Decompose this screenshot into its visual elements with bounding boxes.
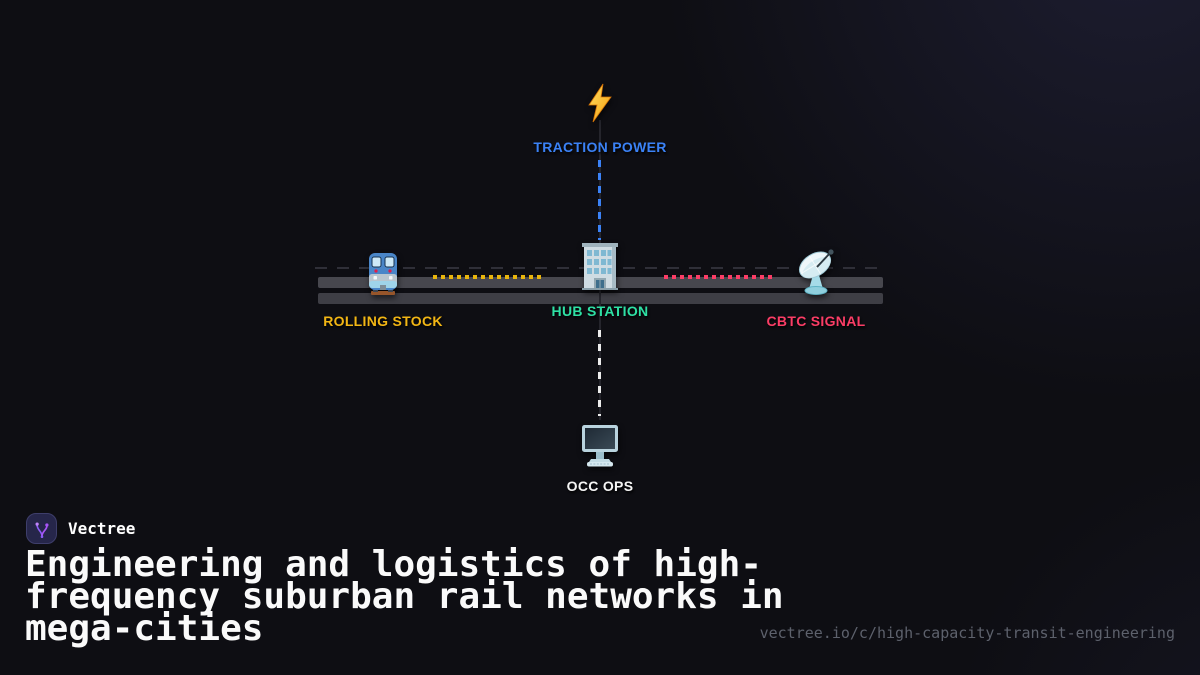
traction-power-dashed-connector — [598, 160, 601, 240]
vectree-logo-icon — [26, 513, 57, 544]
hub-station-label: HUB STATION — [551, 303, 649, 319]
lightning-bolt-icon — [584, 83, 615, 123]
card-title: Engineering and logistics of high-freque… — [25, 544, 784, 649]
rolling-stock-dotted-link — [433, 275, 543, 279]
train-icon — [367, 252, 399, 296]
cbtc-signal-label: CBTC SIGNAL — [766, 313, 866, 329]
cbtc-dotted-link — [664, 275, 772, 279]
desktop-computer-icon — [579, 423, 621, 467]
occ-ops-label: OCC OPS — [566, 478, 634, 494]
satellite-dish-icon — [793, 248, 839, 298]
rolling-stock-label: ROLLING STOCK — [323, 313, 443, 329]
occ-dashed-connector — [598, 330, 601, 416]
brand-name: Vectree — [68, 519, 136, 538]
traction-power-label: TRACTION POWER — [533, 139, 667, 155]
card-url: vectree.io/c/high-capacity-transit-engin… — [759, 624, 1175, 642]
office-building-icon — [577, 242, 623, 290]
